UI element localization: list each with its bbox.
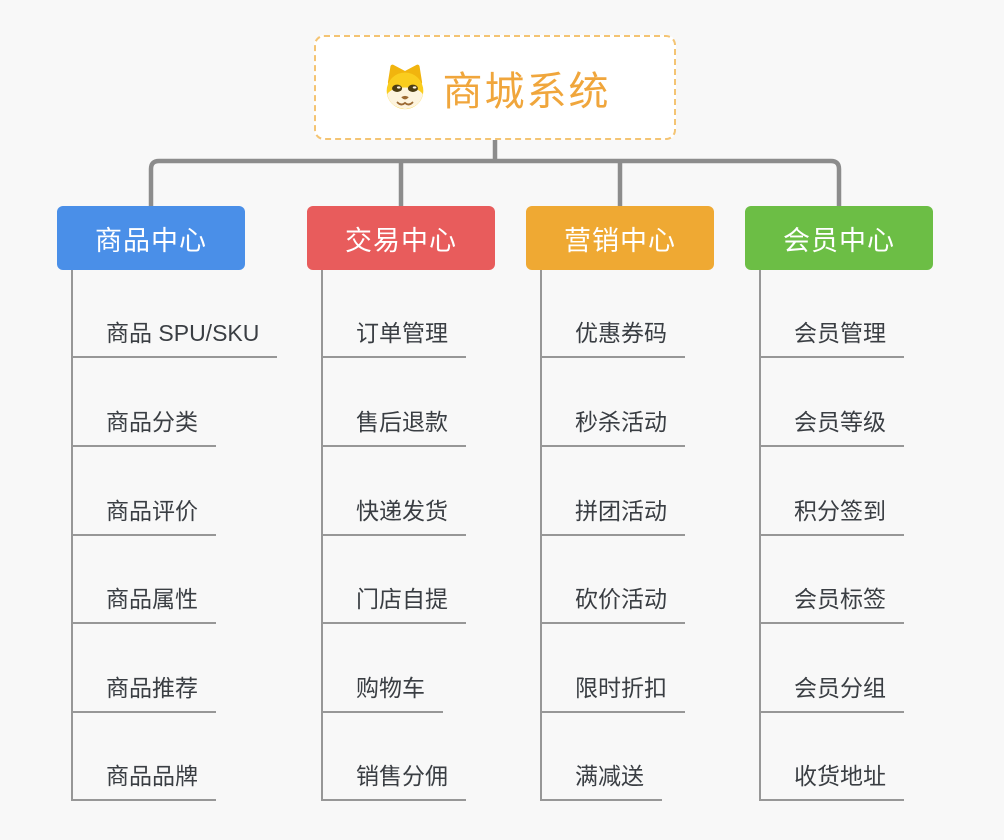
leaf-label: 积分签到 <box>794 498 886 524</box>
leaf-label: 会员分组 <box>794 675 886 701</box>
leaf-node[interactable]: 会员分组 <box>759 673 904 713</box>
leaf-label: 满减送 <box>575 763 644 789</box>
branch-label: 商品中心 <box>95 225 207 256</box>
leaf-node[interactable]: 商品分类 <box>71 407 216 447</box>
branch-node-member-center[interactable]: 会员中心 <box>745 206 933 270</box>
root-title: 商城系统 <box>442 69 611 114</box>
leaf-label: 商品品牌 <box>106 763 198 789</box>
branch-bus-line <box>148 158 842 206</box>
leaf-node[interactable]: 会员管理 <box>759 318 904 358</box>
leaf-label: 砍价活动 <box>575 586 667 612</box>
children-group-marketing-center: 优惠券码 秒杀活动 拼团活动 砍价活动 限时折扣 满减送 <box>540 270 760 810</box>
leaf-label: 拼团活动 <box>575 498 667 524</box>
branch-label: 营销中心 <box>564 225 676 256</box>
leaf-node[interactable]: 会员等级 <box>759 407 904 447</box>
leaf-node[interactable]: 商品属性 <box>71 584 216 624</box>
branch-label: 交易中心 <box>345 225 457 256</box>
leaf-label: 会员等级 <box>794 409 886 435</box>
leaf-node[interactable]: 限时折扣 <box>540 673 685 713</box>
leaf-label: 优惠券码 <box>575 320 667 346</box>
leaf-label: 商品 SPU/SKU <box>106 320 260 346</box>
leaf-node[interactable]: 商品评价 <box>71 496 216 536</box>
leaf-node[interactable]: 收货地址 <box>759 761 904 801</box>
leaf-node[interactable]: 商品 SPU/SKU <box>71 318 278 358</box>
leaf-label: 收货地址 <box>794 763 886 789</box>
children-group-member-center: 会员管理 会员等级 积分签到 会员标签 会员分组 收货地址 <box>759 270 979 810</box>
leaf-node[interactable]: 秒杀活动 <box>540 407 685 447</box>
leaf-label: 商品分类 <box>106 409 198 435</box>
leaf-node[interactable]: 拼团活动 <box>540 496 685 536</box>
leaf-label: 商品属性 <box>106 586 198 612</box>
leaf-node[interactable]: 商品品牌 <box>71 761 216 801</box>
dog-face-icon <box>386 64 423 110</box>
leaf-label: 购物车 <box>356 675 425 701</box>
leaf-node[interactable]: 门店自提 <box>321 584 466 624</box>
leaf-node[interactable]: 销售分佣 <box>321 761 466 801</box>
children-group-trade-center: 订单管理 售后退款 快递发货 门店自提 购物车 销售分佣 <box>321 270 541 810</box>
leaf-node[interactable]: 商品推荐 <box>71 673 216 713</box>
branch-node-product-center[interactable]: 商品中心 <box>57 206 245 270</box>
leaf-label: 会员管理 <box>794 320 886 346</box>
leaf-label: 会员标签 <box>794 586 886 612</box>
leaf-node[interactable]: 售后退款 <box>321 407 466 447</box>
leaf-label: 限时折扣 <box>575 675 667 701</box>
leaf-node[interactable]: 快递发货 <box>321 496 466 536</box>
leaf-label: 销售分佣 <box>356 763 448 789</box>
leaf-node[interactable]: 订单管理 <box>321 318 466 358</box>
leaf-label: 秒杀活动 <box>575 409 667 435</box>
leaf-label: 商品推荐 <box>106 675 198 701</box>
leaf-node[interactable]: 购物车 <box>321 673 443 713</box>
branch-node-trade-center[interactable]: 交易中心 <box>307 206 495 270</box>
leaf-node[interactable]: 会员标签 <box>759 584 904 624</box>
leaf-label: 门店自提 <box>356 586 448 612</box>
branch-node-marketing-center[interactable]: 营销中心 <box>526 206 714 270</box>
root-node[interactable]: 商城系统 <box>314 35 676 140</box>
leaf-label: 订单管理 <box>356 320 448 346</box>
children-group-product-center: 商品 SPU/SKU 商品分类 商品评价 商品属性 商品推荐 商品品牌 <box>71 270 291 810</box>
branch-label: 会员中心 <box>783 225 895 256</box>
leaf-label: 快递发货 <box>356 498 448 524</box>
leaf-node[interactable]: 优惠券码 <box>540 318 685 358</box>
leaf-node[interactable]: 积分签到 <box>759 496 904 536</box>
leaf-label: 商品评价 <box>106 498 198 524</box>
leaf-node[interactable]: 满减送 <box>540 761 662 801</box>
leaf-node[interactable]: 砍价活动 <box>540 584 685 624</box>
leaf-label: 售后退款 <box>356 409 448 435</box>
